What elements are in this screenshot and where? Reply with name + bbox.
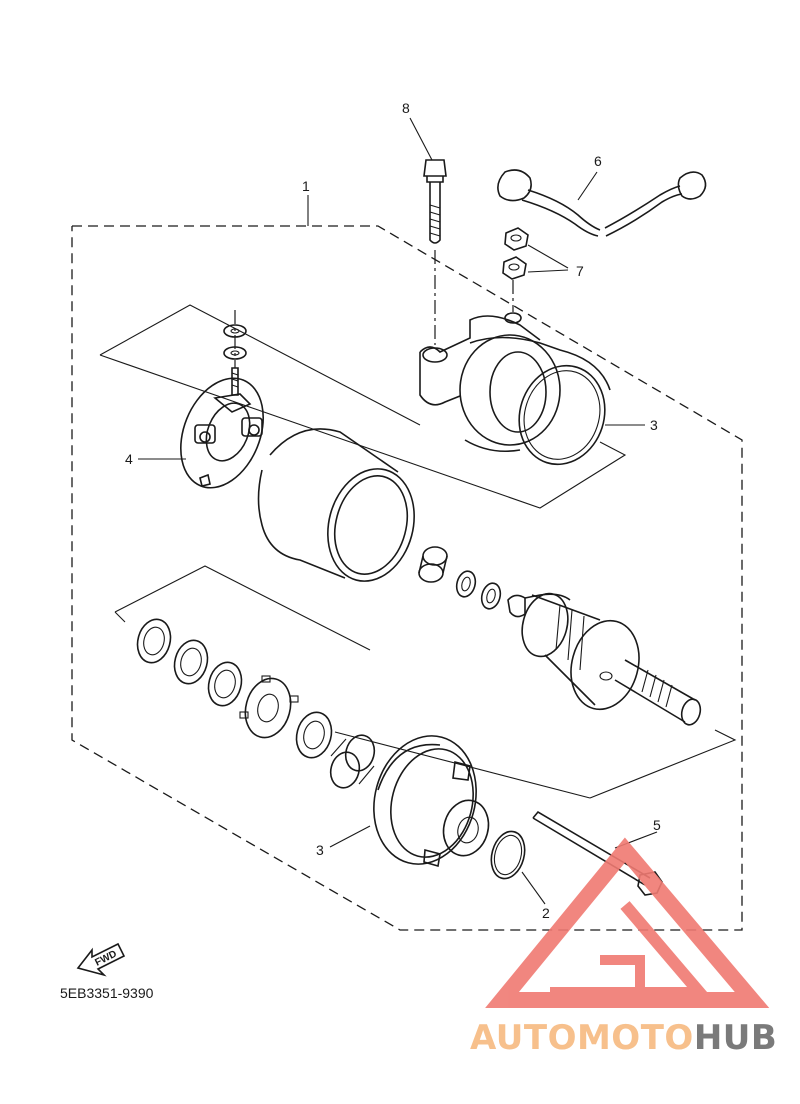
callout-7: 7: [576, 263, 584, 279]
shim-2: [173, 639, 209, 685]
callout-6: 6: [594, 153, 602, 169]
watermark-logo-icon: [485, 837, 770, 1008]
leader-7a: [527, 244, 569, 269]
callout-4: 4: [125, 451, 133, 467]
rear-cover: [419, 315, 611, 453]
oil-seal: [295, 711, 333, 759]
lower-section-outline: [114, 565, 737, 799]
callout-5: 5: [653, 817, 661, 833]
leader-8: [409, 117, 433, 161]
diagram-code: 5EB3351-9390: [60, 985, 154, 1001]
callout-3-lower: 3: [316, 842, 324, 858]
assembly-boundary: [71, 195, 743, 931]
nut-lower: [502, 256, 527, 280]
armature: [507, 592, 702, 726]
watermark-text: AUTOMOTOHUB: [470, 1018, 777, 1058]
leader-2: [521, 871, 546, 905]
leader-7b: [527, 269, 569, 273]
shim-1: [136, 618, 172, 664]
front-cover: [373, 735, 490, 868]
small-washer-b: [480, 582, 502, 610]
bushing: [418, 546, 448, 583]
lead-wire: [497, 169, 707, 237]
callout-1: 1: [302, 178, 310, 194]
callout-3-upper: 3: [650, 417, 658, 433]
o-ring-lower: [490, 830, 526, 880]
leader-6: [577, 171, 598, 201]
fwd-arrow-icon: FWD: [76, 942, 126, 977]
leader-3b: [329, 825, 371, 848]
watermark-part2: HUB: [693, 1018, 778, 1058]
long-bolt: [423, 159, 447, 345]
nut-upper: [504, 227, 529, 251]
small-washer-a: [455, 570, 477, 598]
o-ring-upper: [518, 364, 606, 466]
upper-section-outline: [99, 304, 627, 509]
shim-3: [207, 661, 243, 707]
watermark-part1: AUTOMOTO: [470, 1018, 694, 1058]
lock-washer: [239, 675, 299, 739]
needle-bearing: [329, 734, 376, 789]
callout-2: 2: [542, 905, 550, 921]
washer-small: [504, 312, 522, 324]
yoke-housing: [257, 428, 415, 582]
brush-plate: [180, 367, 264, 489]
callout-8: 8: [402, 100, 410, 116]
